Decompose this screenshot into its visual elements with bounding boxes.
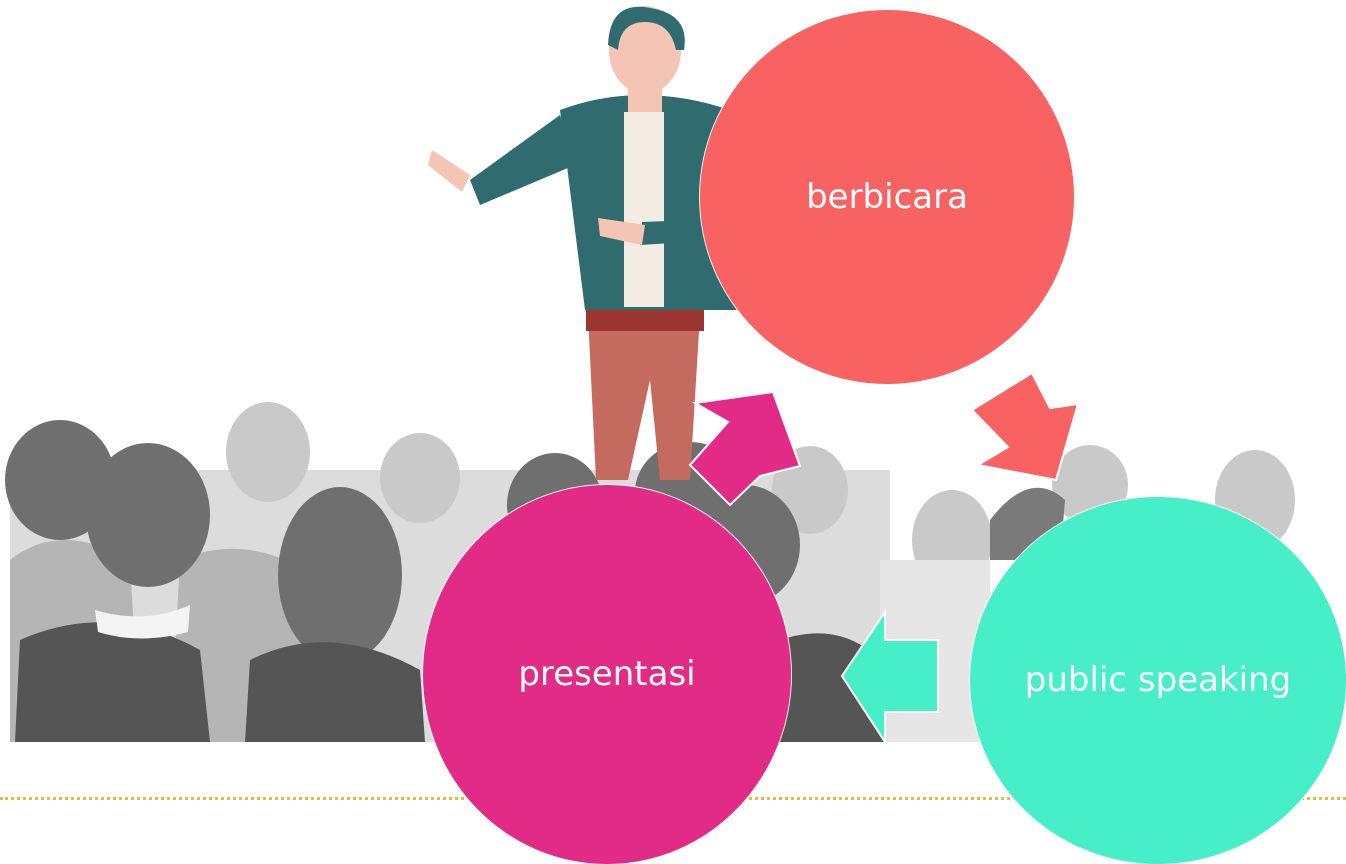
node-public-speaking-label: public speaking [1024, 660, 1292, 701]
node-berbicara-label: berbicara [806, 176, 968, 217]
arrow-public-speaking-to-presentasi [840, 608, 939, 746]
speaker-illustration [428, 6, 745, 480]
node-berbicara: berbicara [700, 10, 1074, 384]
arrow-berbicara-to-public-speaking [970, 371, 1080, 482]
node-presentasi-label: presentasi [518, 654, 696, 695]
node-presentasi: presentasi [423, 485, 791, 864]
node-public-speaking: public speaking [970, 497, 1346, 864]
arrow-presentasi-to-berbicara [688, 390, 802, 507]
